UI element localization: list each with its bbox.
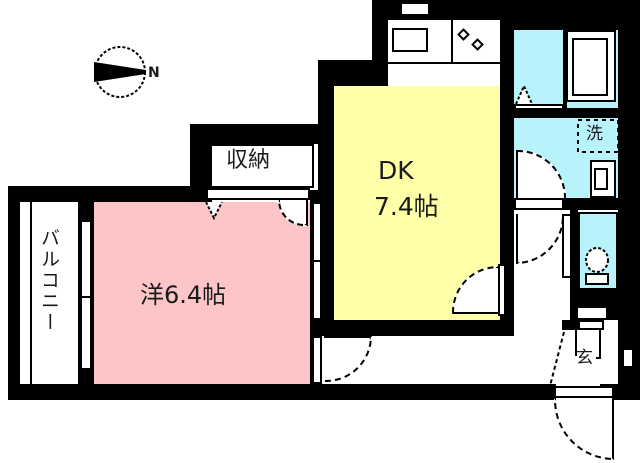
wall-balcony-outer xyxy=(8,186,20,400)
washroom-label: 洗 xyxy=(586,124,603,144)
partition-panel-3 xyxy=(312,336,322,384)
compass-icon xyxy=(94,46,146,98)
storage-label: 収納 xyxy=(226,148,271,173)
balcony-rail xyxy=(20,202,32,384)
washroom-door-frame xyxy=(514,198,564,210)
room-entrance[interactable] xyxy=(566,330,618,384)
kitchen-sink xyxy=(392,28,428,52)
bath-door-marker-icon xyxy=(515,83,533,105)
toilet-door[interactable] xyxy=(576,306,608,320)
balcony-window-lower[interactable] xyxy=(80,296,92,370)
wall-storage-top xyxy=(190,124,334,144)
balcony-label: バルコニー xyxy=(38,228,60,333)
partition-panel-1 xyxy=(312,202,322,262)
shoe-cabinet xyxy=(578,320,604,330)
dk-label-line1: DK xyxy=(378,156,414,185)
room-western[interactable] xyxy=(94,202,310,384)
western-room-label: 洋6.4帖 xyxy=(140,281,227,309)
dk-door-frame xyxy=(498,264,506,316)
wall-storage-left xyxy=(190,124,210,204)
compass-north-label: N xyxy=(148,65,160,81)
bathtub xyxy=(572,38,608,96)
wall-western-top xyxy=(8,186,212,202)
kitchen-divider xyxy=(451,18,453,64)
wall-dk-bottom xyxy=(318,320,514,336)
shoe-cabinet-outline-icon xyxy=(575,330,601,359)
dk-label-line2: 7.4帖 xyxy=(374,192,439,221)
stove-burners-icon xyxy=(457,28,484,51)
entrance-side-window xyxy=(622,348,634,368)
partition-panel-2 xyxy=(312,260,322,320)
toilet-bowl-icon xyxy=(585,247,609,285)
entrance-swing-line-icon xyxy=(549,331,565,387)
front-door-swing[interactable] xyxy=(554,398,614,460)
storage-door[interactable] xyxy=(206,188,310,200)
compass: N xyxy=(90,44,170,102)
storage-door-marker-icon xyxy=(205,201,223,221)
wall-entrance-left xyxy=(562,320,578,330)
front-door-frame xyxy=(554,386,614,398)
wall-wash-top xyxy=(514,108,618,118)
wall-right xyxy=(618,0,640,370)
washing-machine-space-icon xyxy=(577,119,619,153)
wall-bottom xyxy=(8,384,556,400)
kitchen-vent xyxy=(402,4,428,14)
wall-bath-divider xyxy=(563,30,567,108)
wall-toilet-left xyxy=(570,210,578,320)
washbasin-inner xyxy=(594,168,608,190)
room-storage[interactable] xyxy=(210,144,314,188)
entrance-label: 玄 xyxy=(576,348,593,368)
balcony-window-upper[interactable] xyxy=(80,220,92,298)
